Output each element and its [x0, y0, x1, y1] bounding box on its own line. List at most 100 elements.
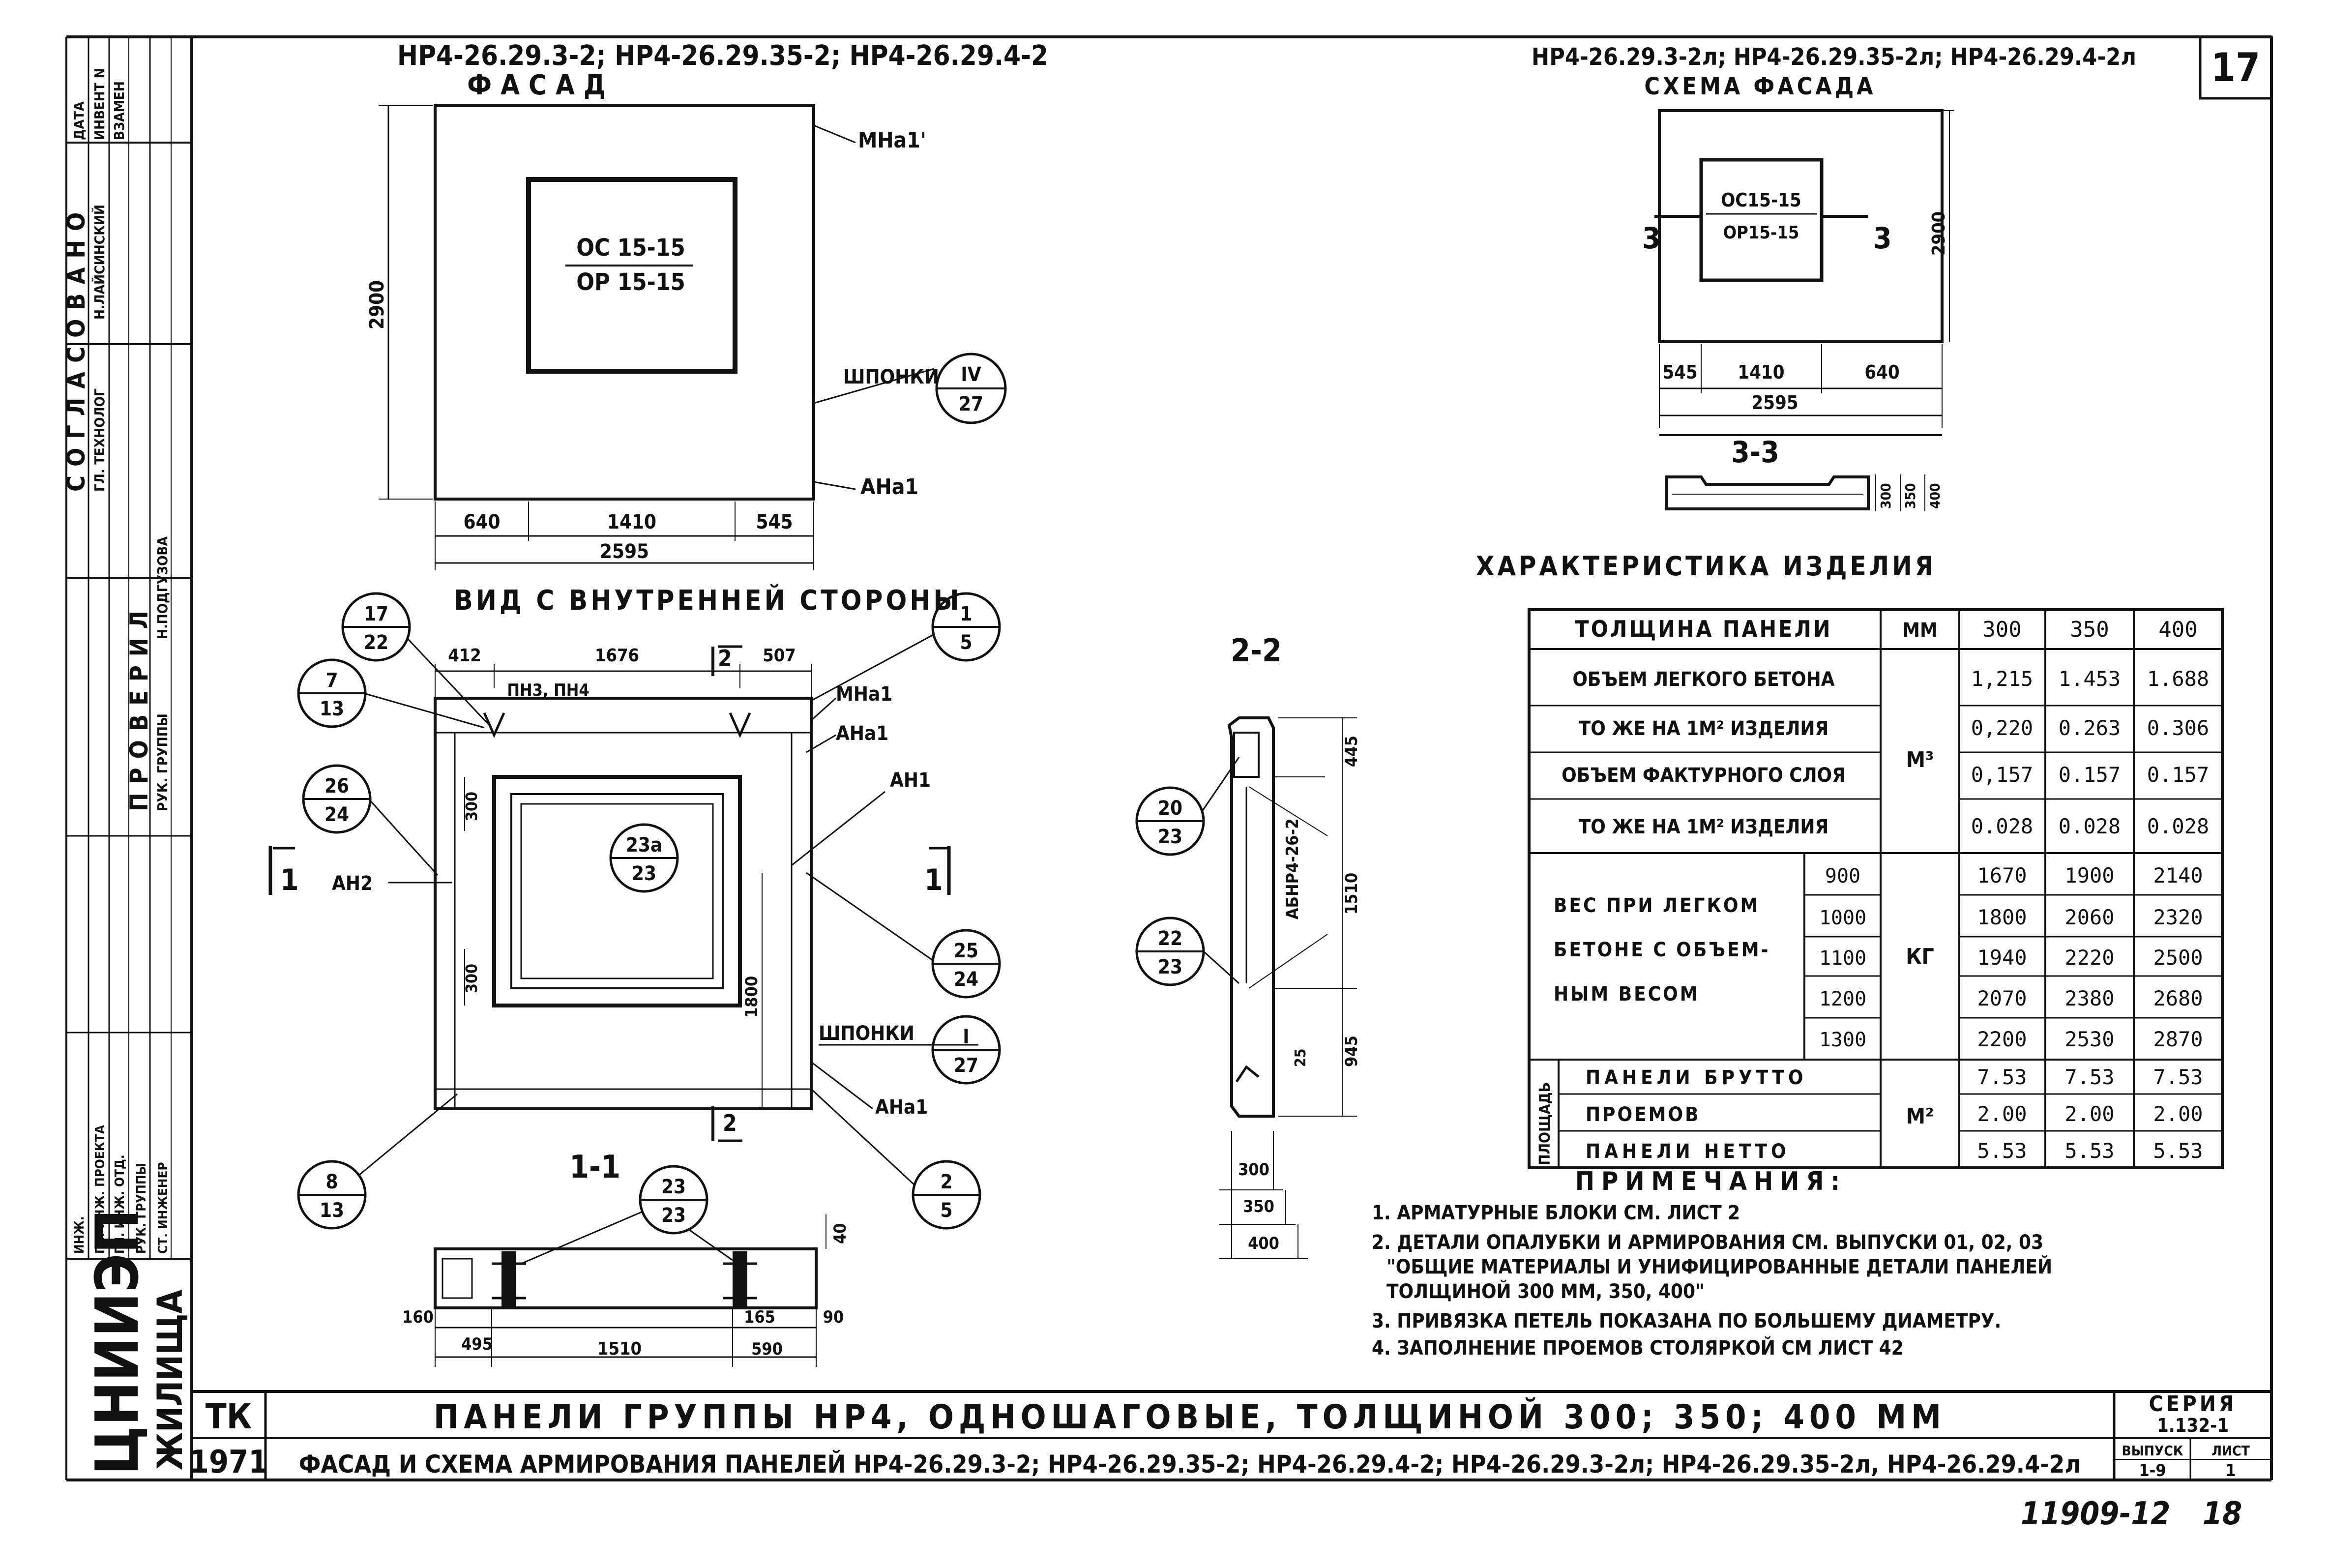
- table-title: ХАРАКТЕРИСТИКА ИЗДЕЛИЯ: [1476, 551, 1936, 582]
- footer-page: 18: [2203, 1496, 2242, 1532]
- svg-text:0.157: 0.157: [2059, 763, 2121, 787]
- svg-text:5.53: 5.53: [2064, 1139, 2114, 1163]
- scheme-title: СХЕМА ФАСАДА: [1644, 73, 1876, 100]
- inner-title: ВИД С ВНУТРЕННЕЙ СТОРОНЫ: [454, 584, 962, 617]
- stamp-role-3: ГЛ. ИНЖ. ОТД.: [113, 1154, 127, 1254]
- title-year: 1971: [189, 1444, 268, 1480]
- section-2-2-block: АБНР4-26-2: [1283, 818, 1302, 919]
- title-series-value: 1.132-1: [2157, 1415, 2229, 1436]
- stamp-role-1: ИНЖ.: [72, 1216, 87, 1254]
- notes-title: ПРИМЕЧАНИЯ:: [1575, 1167, 1847, 1196]
- section-2-2-dim-945: 945: [1342, 1035, 1361, 1067]
- inner-label-pnz: ПН3, ПН4: [507, 680, 589, 700]
- sheet-number-box: 17: [2199, 35, 2273, 100]
- section-1-1-dim-590: 590: [751, 1339, 783, 1359]
- stamp-col-replace: ВЗАМЕН: [111, 81, 127, 140]
- svg-text:0.263: 0.263: [2059, 716, 2121, 740]
- section-2-2-dim-400: 400: [1248, 1234, 1279, 1253]
- table-header-col-400: 400: [2158, 617, 2197, 642]
- title-block: ТК 1971 ПАНЕЛИ ГРУППЫ НР4, ОДНОШАГОВЫЕ, …: [189, 1390, 2271, 1532]
- stamp-col-invent: ИНВЕНТ N: [91, 68, 108, 140]
- facade-dim-545: 545: [756, 511, 793, 533]
- scheme-total-dim: 2595: [1751, 392, 1798, 414]
- stamp-approved: СОГЛАСОВАНО: [62, 204, 90, 492]
- section-1-1-dim-40: 40: [830, 1223, 850, 1244]
- footer-number: 11909-12: [2021, 1496, 2170, 1532]
- facade-label-ana: АНа1: [860, 474, 918, 500]
- scheme-header: НР4-26.29.3-2л; НР4-26.29.35-2л; НР4-26.…: [1532, 43, 2136, 71]
- facade-window-bottom: ОР 15-15: [576, 268, 685, 296]
- svg-text:0.028: 0.028: [2147, 814, 2209, 838]
- svg-text:23: 23: [632, 862, 656, 885]
- svg-text:0.028: 0.028: [1971, 814, 2033, 838]
- note-1: 1. АРМАТУРНЫЕ БЛОКИ СМ. ЛИСТ 2: [1372, 1202, 1740, 1224]
- svg-text:7.53: 7.53: [2064, 1065, 2114, 1089]
- scheme-section-dim-350: 350: [1902, 483, 1918, 509]
- table-header-param: ТОЛЩИНА ПАНЕЛИ: [1575, 616, 1832, 642]
- section-1-1-callout-bottom: 23: [661, 1204, 686, 1227]
- svg-text:7.53: 7.53: [1977, 1065, 2027, 1089]
- scheme-window-top: ОС15-15: [1721, 189, 1801, 211]
- section-1-1-callout-top: 23: [661, 1176, 686, 1198]
- table-weight-unit: КГ: [1906, 944, 1934, 969]
- svg-text:0,157: 0,157: [1971, 763, 2033, 787]
- callout-23a-23: 23a 23: [609, 823, 679, 893]
- svg-text:1940: 1940: [1977, 946, 2027, 970]
- scheme-window-bottom: ОР15-15: [1723, 223, 1799, 243]
- svg-text:7: 7: [325, 669, 338, 692]
- callout-2-5: 2 5: [810, 1088, 981, 1230]
- section-1-1: 1-1 23 23 40 160 495 1510 165 590 90: [402, 1149, 850, 1367]
- facade-header: НР4-26.29.3-2; НР4-26.29.35-2; НР4-26.29…: [397, 40, 1048, 72]
- title-sub: ФАСАД И СХЕМА АРМИРОВАНИЯ ПАНЕЛЕЙ НР4-26…: [299, 1450, 2081, 1479]
- scheme-dim-1410: 1410: [1738, 361, 1784, 383]
- table-header-col-350: 350: [2070, 617, 2109, 642]
- callout-I-27: I 27: [931, 1015, 1001, 1085]
- svg-text:2070: 2070: [1977, 986, 2027, 1010]
- svg-text:2500: 2500: [2153, 946, 2203, 970]
- svg-text:1.453: 1.453: [2059, 667, 2121, 691]
- svg-text:1100: 1100: [1819, 947, 1866, 970]
- svg-text:5.53: 5.53: [1977, 1139, 2027, 1163]
- section-2-2-callout-1-bottom: 23: [1158, 826, 1182, 848]
- stamp-role-group: РУК. ГРУППЫ: [154, 713, 171, 811]
- scheme-section-dim-300: 300: [1878, 483, 1894, 509]
- note-2: 2. ДЕТАЛИ ОПАЛУБКИ И АРМИРОВАНИЯ СМ. ВЫП…: [1372, 1231, 2043, 1254]
- scheme-height-dim: 2900: [1929, 211, 1949, 256]
- title-sheet-label: ЛИСТ: [2211, 1443, 2250, 1459]
- callout-8-13: 8 13: [297, 1093, 458, 1230]
- svg-text:0.157: 0.157: [2147, 763, 2209, 787]
- inner-dim-1676: 1676: [595, 646, 639, 666]
- svg-text:27: 27: [954, 1054, 978, 1077]
- area-group-label: ПЛОЩАДЬ: [1536, 1082, 1554, 1165]
- scheme-section-title: 3-3: [1731, 435, 1779, 470]
- svg-text:5.53: 5.53: [2153, 1139, 2203, 1163]
- svg-text:2140: 2140: [2153, 863, 2203, 888]
- inner-dim-300-bottom: 300: [462, 964, 481, 993]
- svg-text:1200: 1200: [1819, 988, 1866, 1010]
- inner-label-an2: АН2: [332, 872, 373, 895]
- inner-label-ana1-top: АНа1: [836, 722, 888, 745]
- section-2-2-callout-2-top: 22: [1158, 927, 1182, 950]
- stamp-role-technologist: ГЛ. ТЕХНОЛОГ: [91, 388, 108, 492]
- svg-text:5: 5: [960, 631, 972, 654]
- svg-text:1000: 1000: [1819, 907, 1866, 929]
- title-issue-value: 1-9: [2139, 1461, 2166, 1480]
- svg-text:5: 5: [940, 1199, 952, 1222]
- svg-text:1.688: 1.688: [2147, 667, 2209, 691]
- scheme-dim-545: 545: [1662, 361, 1697, 383]
- scheme-dim-640: 640: [1864, 361, 1899, 383]
- facade-label-mna: МНа1': [858, 128, 926, 153]
- characteristics-table: ХАРАКТЕРИСТИКА ИЗДЕЛИЯ ТОЛЩИНА ПАНЕ: [1476, 551, 2224, 1169]
- svg-text:2: 2: [940, 1171, 952, 1193]
- title-main: ПАНЕЛИ ГРУППЫ НР4, ОДНОШАГОВЫЕ, ТОЛЩИНОЙ…: [434, 1397, 1946, 1437]
- area-row-2-label: ПРОЕМОВ: [1586, 1103, 1701, 1126]
- svg-text:13: 13: [320, 1199, 344, 1222]
- section-1-1-dim-1510: 1510: [597, 1339, 642, 1359]
- stamp-logo: ЦНИИЭП: [84, 1209, 152, 1475]
- svg-text:1800: 1800: [1977, 905, 2027, 929]
- table-header-unit: ММ: [1902, 619, 1938, 642]
- svg-text:1,215: 1,215: [1971, 667, 2033, 691]
- inner-dim-507: 507: [763, 646, 796, 666]
- svg-text:I: I: [963, 1026, 969, 1048]
